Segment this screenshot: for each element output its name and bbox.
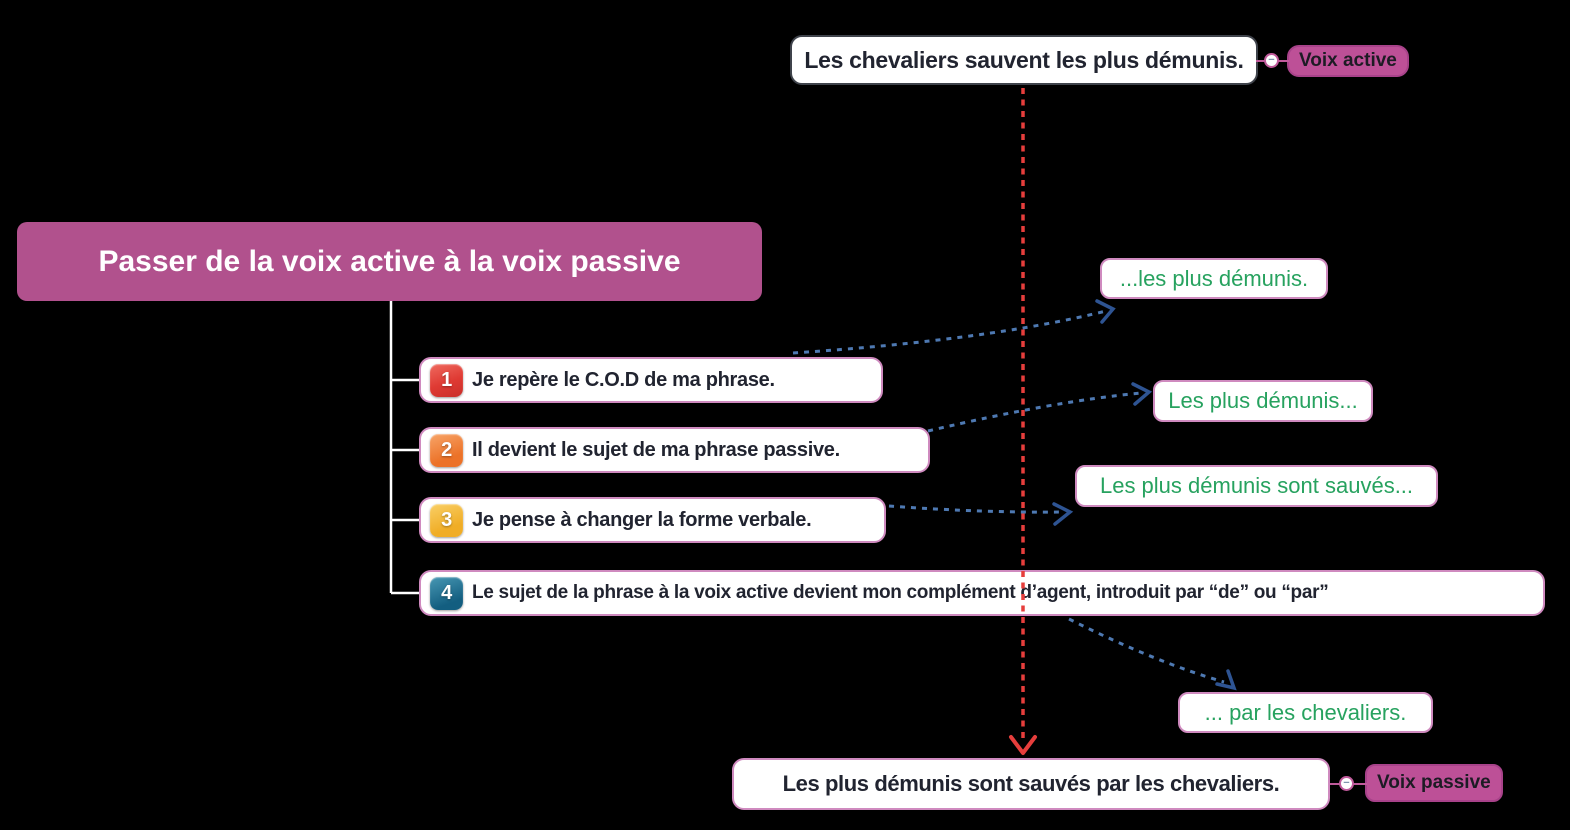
step3-arrowhead-icon (1052, 502, 1074, 526)
title-node[interactable]: Passer de la voix active à la voix passi… (17, 222, 762, 301)
step1-arrow-line (792, 309, 1107, 355)
step-number-badge-3: 3 (430, 503, 463, 537)
badge-connector-line (1256, 60, 1367, 785)
collapse-icon[interactable]: − (1264, 53, 1279, 68)
active-sentence-text: Les chevaliers sauvent les plus démunis. (804, 46, 1244, 73)
collapse-glyph: − (1268, 54, 1275, 66)
active-sentence-node[interactable]: Les chevaliers sauvent les plus démunis. (790, 35, 1258, 85)
step-node-4[interactable]: 4 Le sujet de la phrase à la voix active… (419, 570, 1545, 616)
active-to-passive-arrowhead-icon (1009, 735, 1037, 755)
step-node-2[interactable]: 2 Il devient le sujet de ma phrase passi… (419, 427, 930, 473)
step-node-1[interactable]: 1 Je repère le C.O.D de ma phrase. (419, 357, 883, 403)
example-node-3[interactable]: Les plus démunis sont sauvés... (1075, 465, 1438, 507)
active-voice-label: Voix active (1299, 50, 1397, 71)
example-text-1: ...les plus démunis. (1119, 265, 1309, 291)
passive-voice-label: Voix passive (1377, 772, 1491, 793)
example-node-2[interactable]: Les plus démunis... (1153, 380, 1373, 422)
step4-arrow-line (1068, 617, 1225, 684)
example-node-4[interactable]: ... par les chevaliers. (1178, 692, 1433, 733)
example-node-1[interactable]: ...les plus démunis. (1100, 258, 1328, 299)
example-text-4: ... par les chevaliers. (1204, 699, 1407, 725)
step4-arrowhead-icon (1215, 669, 1237, 691)
example-text-3: Les plus démunis sont sauvés... (1099, 473, 1414, 498)
collapse-glyph: − (1343, 777, 1350, 789)
page-title: Passer de la voix active à la voix passi… (98, 244, 681, 278)
step-number-badge-2: 2 (430, 433, 463, 467)
tree-line (389, 301, 419, 595)
collapse-icon[interactable]: − (1339, 776, 1354, 791)
step1-arrowhead-icon (1095, 299, 1116, 324)
step-number-badge-1: 1 (430, 363, 463, 397)
passive-voice-badge[interactable]: Voix passive (1365, 764, 1503, 802)
step2-arrow-line (927, 391, 1142, 433)
step3-arrow-line (888, 504, 1063, 514)
active-voice-badge[interactable]: Voix active (1287, 45, 1409, 77)
step-text-4: Le sujet de la phrase à la voix active d… (472, 582, 1329, 603)
step-text-3: Je pense à changer la forme verbale. (472, 508, 812, 531)
passive-sentence-text: Les plus démunis sont sauvés par les che… (782, 771, 1280, 796)
step-node-3[interactable]: 3 Je pense à changer la forme verbale. (419, 497, 886, 543)
step-text-2: Il devient le sujet de ma phrase passive… (472, 438, 840, 461)
step2-arrowhead-icon (1131, 382, 1153, 406)
step-text-1: Je repère le C.O.D de ma phrase. (472, 368, 775, 391)
passive-sentence-node[interactable]: Les plus démunis sont sauvés par les che… (732, 758, 1330, 810)
example-text-2: Les plus démunis... (1168, 388, 1358, 413)
step-number-badge-4: 4 (430, 576, 463, 610)
